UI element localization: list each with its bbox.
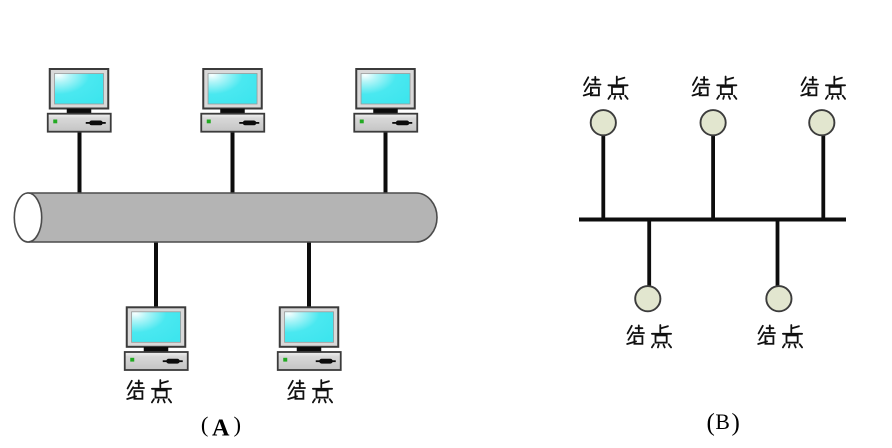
svg-text:): ) bbox=[732, 410, 740, 437]
svg-text:): ) bbox=[234, 412, 242, 437]
svg-text:(: ( bbox=[201, 412, 209, 437]
svg-text:B: B bbox=[715, 410, 729, 434]
svg-text:(: ( bbox=[707, 410, 715, 437]
svg-text:A: A bbox=[212, 415, 230, 442]
